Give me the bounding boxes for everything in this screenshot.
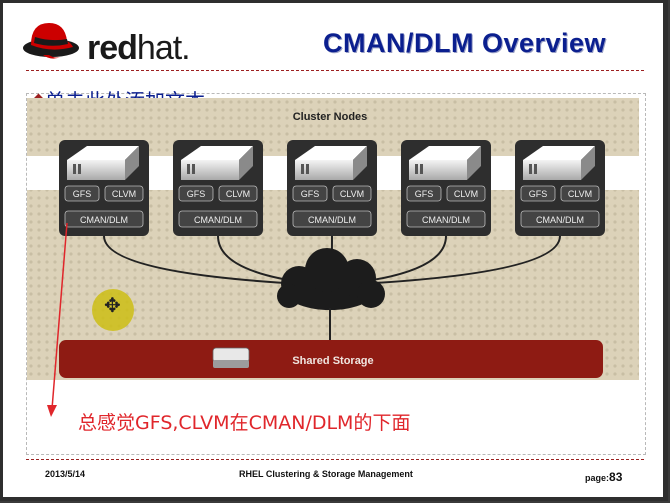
cursor-icon: ✥: [104, 295, 121, 317]
redhat-logo: [23, 23, 79, 59]
content-placeholder-box[interactable]: [26, 93, 646, 455]
cluster-node: GFS CLVM CMAN/DLM: [59, 140, 149, 236]
cman-dlm-label: CMAN/DLM: [422, 215, 470, 225]
header-divider: [26, 70, 644, 71]
gfs-label: GFS: [73, 189, 92, 199]
server-icon: [409, 146, 481, 180]
cluster-node: GFS CLVM CMAN/DLM: [401, 140, 491, 236]
mouse-cursor-highlight: ✥: [92, 289, 134, 331]
cluster-diagram: Cluster Nodes GFS CLVM CMAN/DLM GFS CLVM CMAN…: [27, 98, 639, 380]
shared-storage-label: Shared Storage: [292, 355, 373, 367]
cman-dlm-label: CMAN/DLM: [308, 215, 356, 225]
cman-dlm-label: CMAN/DLM: [194, 215, 242, 225]
server-icon: [181, 146, 253, 180]
server-icon: [67, 146, 139, 180]
clvm-label: CLVM: [226, 189, 250, 199]
logo-text-light: hat.: [136, 29, 191, 67]
slide: redhat. CMAN/DLM Overview 单击此处添加文本: [3, 3, 663, 497]
footer-divider: [26, 459, 644, 460]
annotation-arrow: [47, 222, 68, 417]
server-icon: [523, 146, 595, 180]
cluster-node: GFS CLVM CMAN/DLM: [173, 140, 263, 236]
gfs-label: GFS: [187, 189, 206, 199]
page-number: 83: [609, 470, 623, 484]
logo-wordmark: redhat.: [87, 29, 191, 68]
shared-storage-bar: [59, 340, 603, 378]
footer-date: 2013/5/14: [45, 469, 86, 479]
annotation-text: 总感觉GFS,CLVM在CMAN/DLM的下面: [78, 412, 411, 434]
gfs-label: GFS: [529, 189, 548, 199]
footer-page: page:83: [585, 470, 622, 484]
clvm-label: CLVM: [340, 189, 364, 199]
footer-title: RHEL Clustering & Storage Management: [239, 469, 413, 479]
logo-text-bold: red: [87, 29, 138, 67]
clvm-label: CLVM: [112, 189, 136, 199]
network-cloud-icon: [277, 248, 385, 310]
gfs-label: GFS: [415, 189, 434, 199]
storage-disk-icon: [212, 347, 250, 368]
cman-dlm-label: CMAN/DLM: [80, 215, 128, 225]
cluster-node: GFS CLVM CMAN/DLM: [287, 140, 377, 236]
page-label: page:: [585, 473, 610, 483]
slide-title: CMAN/DLM Overview: [323, 28, 607, 58]
server-icon: [295, 146, 367, 180]
cman-dlm-label: CMAN/DLM: [536, 215, 584, 225]
gfs-label: GFS: [301, 189, 320, 199]
clvm-label: CLVM: [568, 189, 592, 199]
cluster-diagram-svg: Cluster Nodes GFS CLVM CMAN/DLM GFS CLVM CMAN…: [27, 98, 639, 380]
cluster-node: GFS CLVM CMAN/DLM: [515, 140, 605, 236]
clvm-label: CLVM: [454, 189, 478, 199]
diagram-title: Cluster Nodes: [293, 111, 368, 123]
